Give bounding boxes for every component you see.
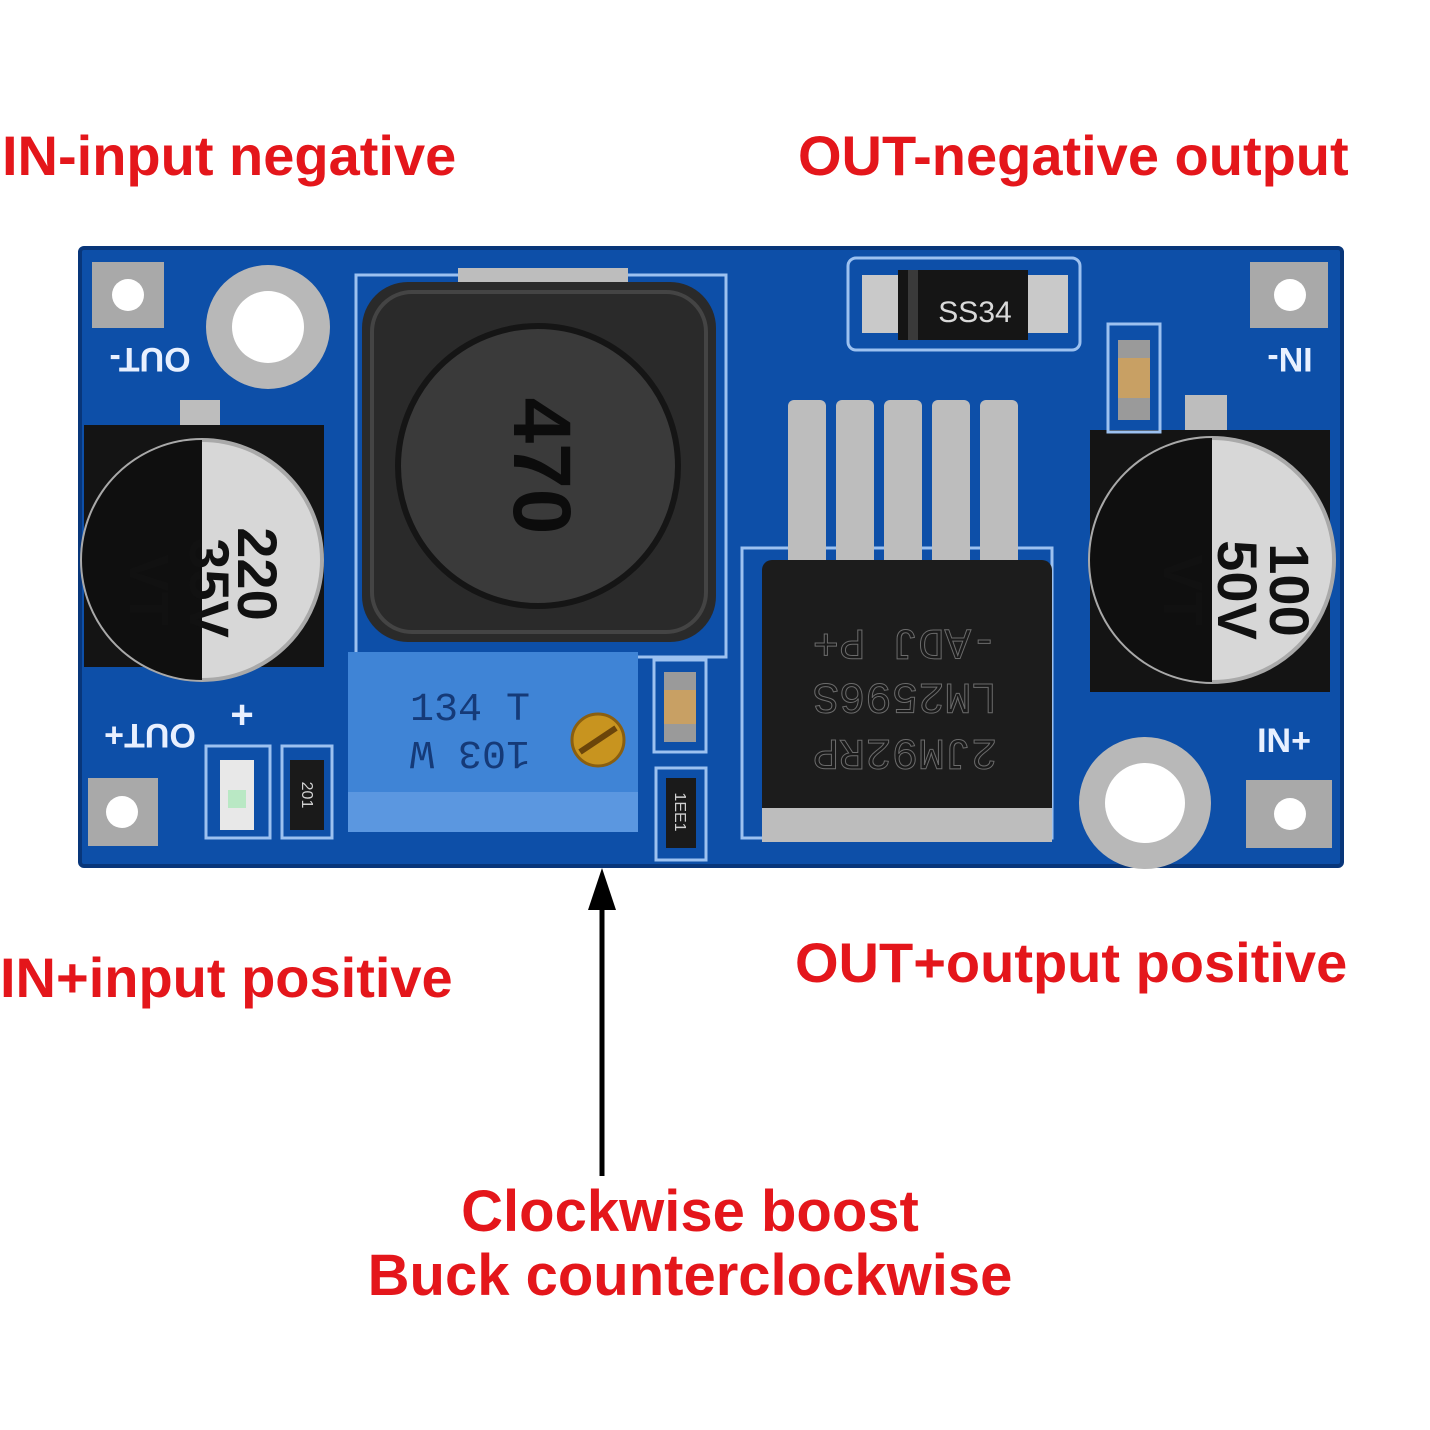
resistor-left: 201	[298, 782, 315, 809]
label-out-negative: OUT-negative output	[798, 124, 1349, 187]
instruction-line-2: Buck counterclockwise	[367, 1243, 1013, 1308]
ic-line1: 2JM92RP	[813, 726, 998, 776]
cap-right-series: VT	[1152, 554, 1215, 626]
silk-out-minus: OUT-	[109, 340, 190, 378]
resistor-right: 1EE1	[671, 792, 688, 831]
cap-right-value: 100	[1258, 543, 1321, 636]
ic-line2: LM2596S	[813, 670, 998, 720]
adjustment-instruction: Clockwise boost Buck counterclockwise	[0, 1180, 1380, 1308]
silk-out-plus: OUT+	[104, 716, 196, 754]
diode-ss34	[898, 270, 1028, 340]
cap-left-value: 220	[226, 527, 289, 620]
ic-lm2596	[762, 560, 1052, 830]
label-out-positive: OUT+output positive	[795, 931, 1348, 994]
instruction-line-1: Clockwise boost	[461, 1179, 919, 1244]
label-in-negative: IN-input negative	[2, 124, 457, 187]
cap-left-voltage: 35V	[178, 538, 241, 638]
pot-line1: 134 T	[410, 688, 530, 733]
label-in-positive: IN+input positive	[0, 946, 453, 1009]
ic-line3: -ADJ P+	[813, 616, 998, 666]
pot-line2: 103 W	[410, 729, 530, 774]
cap-right-voltage: 50V	[1206, 540, 1269, 640]
silk-in-plus: IN+	[1257, 722, 1311, 760]
ic-pins	[788, 400, 1018, 568]
silk-plus: +	[230, 693, 253, 737]
silk-in-minus: IN-	[1267, 340, 1312, 378]
cap-left-series: VT	[118, 554, 181, 626]
inductor-label: 470	[496, 398, 587, 535]
diode-label: SS34	[938, 296, 1011, 329]
